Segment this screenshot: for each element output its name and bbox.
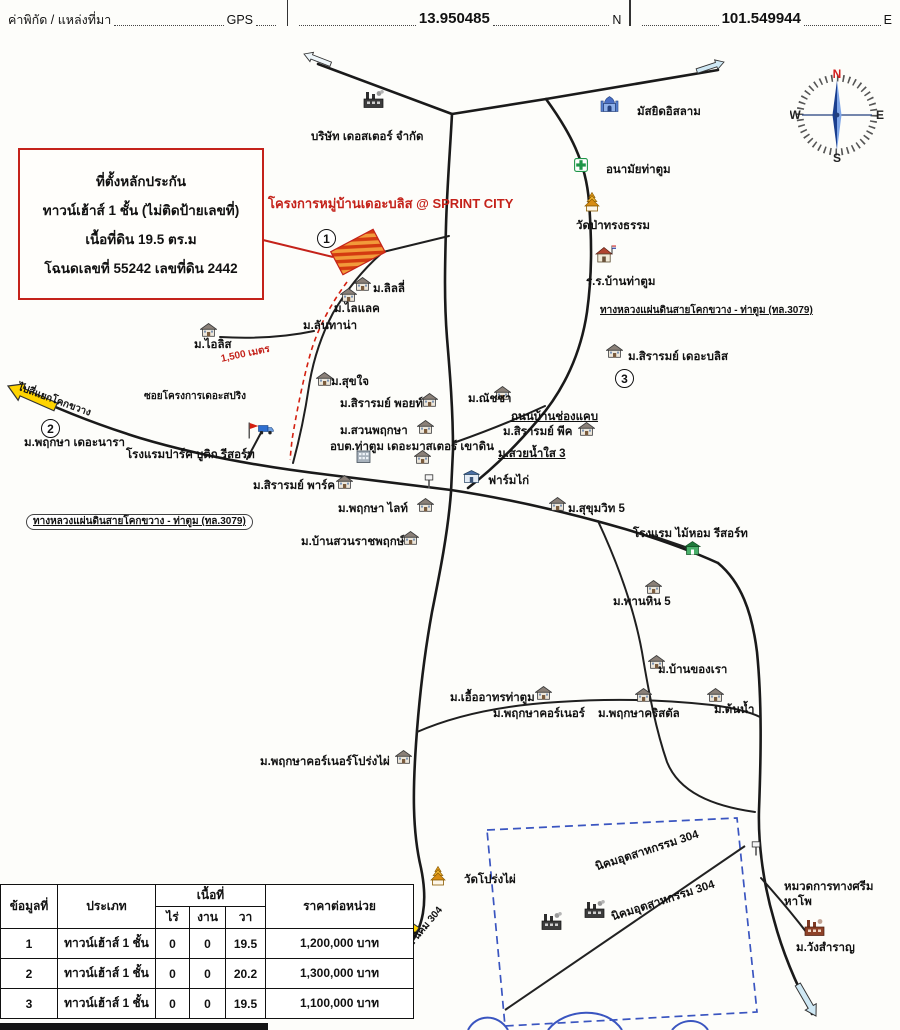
info-line: โฉนดเลขที่ 55242 เลขที่ดิน 2442 <box>44 260 238 276</box>
price-table: ข้อมูลที่ ประเภท เนื้อที่ ราคาต่อหน่วย ไ… <box>0 884 414 1019</box>
arrow-to-khok-khwang <box>3 377 60 416</box>
info-line: ที่ตั้งหลักประกัน <box>95 173 187 189</box>
table-cell: 20.2 <box>225 958 266 989</box>
info-line: ทาวน์เฮ้าส์ 1 ชั้น (ไม่ติดป้ายเลขที่) <box>42 202 240 218</box>
distance-route-dashed <box>289 281 348 461</box>
compass-south-label: S <box>833 151 841 163</box>
table-cell: 0 <box>155 958 190 989</box>
road-maihom-spur <box>649 534 695 551</box>
table-cell: 19.5 <box>225 988 266 1019</box>
road-chong-khaep <box>455 405 546 443</box>
subject-property-block <box>329 228 387 276</box>
arrow-southeast <box>791 980 822 1020</box>
coords-source-segment: ค่าพิกัด / แหล่งที่มา GPS <box>0 0 287 28</box>
road-uea-athon <box>416 698 761 733</box>
table-cell: 0 <box>155 988 190 1019</box>
col-header-price: ราคาต่อหน่วย <box>265 884 414 929</box>
table-cell: 1,100,000 บาท <box>265 988 414 1019</box>
table-cell: 0 <box>155 928 190 959</box>
collateral-info-box: ที่ตั้งหลักประกัน ทาวน์เฮ้าส์ 1 ชั้น (ไม… <box>18 148 264 300</box>
road-spring-soi <box>246 428 264 460</box>
industrial-estate-boundary <box>486 817 758 1027</box>
table-cell: 3 <box>0 988 58 1019</box>
table-cell: 19.5 <box>225 928 266 959</box>
table-cell: ทาวน์เฮ้าส์ 1 ชั้น <box>57 928 156 959</box>
table-cell: 1,200,000 บาท <box>265 928 414 959</box>
latitude-segment: 13.950485 N <box>288 0 629 28</box>
dotted-leader <box>114 14 224 26</box>
road-central-vertical <box>404 112 455 952</box>
road-ilis-spur <box>219 330 315 339</box>
info-line: เนื้อที่ดิน 19.5 ตร.ม <box>85 231 197 247</box>
table-cell: 0 <box>189 988 226 1019</box>
gps-label: GPS <box>226 12 253 27</box>
dotted-leader <box>299 14 416 26</box>
road-industrial-estate <box>504 845 746 1011</box>
project-name-label: โครงการหมู่บ้านเดอะบลิส @ SPRINT CITY <box>268 196 514 211</box>
compass-center <box>834 112 840 118</box>
compass-rose: N E S W <box>790 68 884 163</box>
road-northeast-descending <box>466 97 593 490</box>
coords-label: ค่าพิกัด / แหล่งที่มา <box>8 12 112 27</box>
col-header-rai: ไร่ <box>155 906 190 929</box>
dotted-leader <box>256 14 276 26</box>
north-label: N <box>612 12 622 27</box>
dotted-leader <box>641 14 719 26</box>
dotted-leader <box>803 14 881 26</box>
road-project-access <box>292 251 384 464</box>
table-cell: 0 <box>189 928 226 959</box>
arrow-northwest <box>301 48 333 70</box>
table-cell: 2 <box>0 958 58 989</box>
road-highway-3079 <box>16 388 720 565</box>
header-divider <box>287 0 289 26</box>
road-baan-khong-rao <box>597 520 756 813</box>
road-north <box>450 68 720 116</box>
table-cell: 1 <box>0 928 58 959</box>
road-southeast <box>716 561 814 1016</box>
col-header-item-no: ข้อมูลที่ <box>0 884 58 929</box>
table-cell: 0 <box>189 958 226 989</box>
dotted-leader <box>492 14 610 26</box>
header-divider <box>629 0 631 26</box>
compass-west-label: W <box>790 108 801 122</box>
table-cell: 1,300,000 บาท <box>265 958 414 989</box>
scan-artifact-marks <box>467 1011 709 1030</box>
roads-secondary <box>219 235 808 934</box>
latitude-value: 13.950485 <box>418 10 490 27</box>
east-label: E <box>883 12 892 27</box>
coords-header: ค่าพิกัด / แหล่งที่มา GPS 13.950485 N 10… <box>0 0 900 28</box>
longitude-value: 101.549944 <box>721 10 801 27</box>
compass-east-label: E <box>876 108 884 122</box>
table-cell: ทาวน์เฮ้าส์ 1 ชั้น <box>57 988 156 1019</box>
col-header-ngan: งาน <box>189 906 226 929</box>
table-cell: ทาวน์เฮ้าส์ 1 ชั้น <box>57 958 156 989</box>
scan-artifact-bar <box>0 1023 268 1030</box>
road-wangsamran-spur <box>760 877 808 934</box>
col-header-area: เนื้อที่ <box>155 884 266 907</box>
compass-north-label: N <box>833 68 842 81</box>
col-header-wa: วา <box>225 906 266 929</box>
infobox-pointer-line <box>262 239 334 258</box>
road-northwest <box>316 62 454 116</box>
longitude-segment: 101.549944 E <box>631 0 900 28</box>
col-header-type: ประเภท <box>57 884 156 929</box>
compass-tick-ring <box>796 74 878 156</box>
road-project-access-top <box>382 235 450 253</box>
